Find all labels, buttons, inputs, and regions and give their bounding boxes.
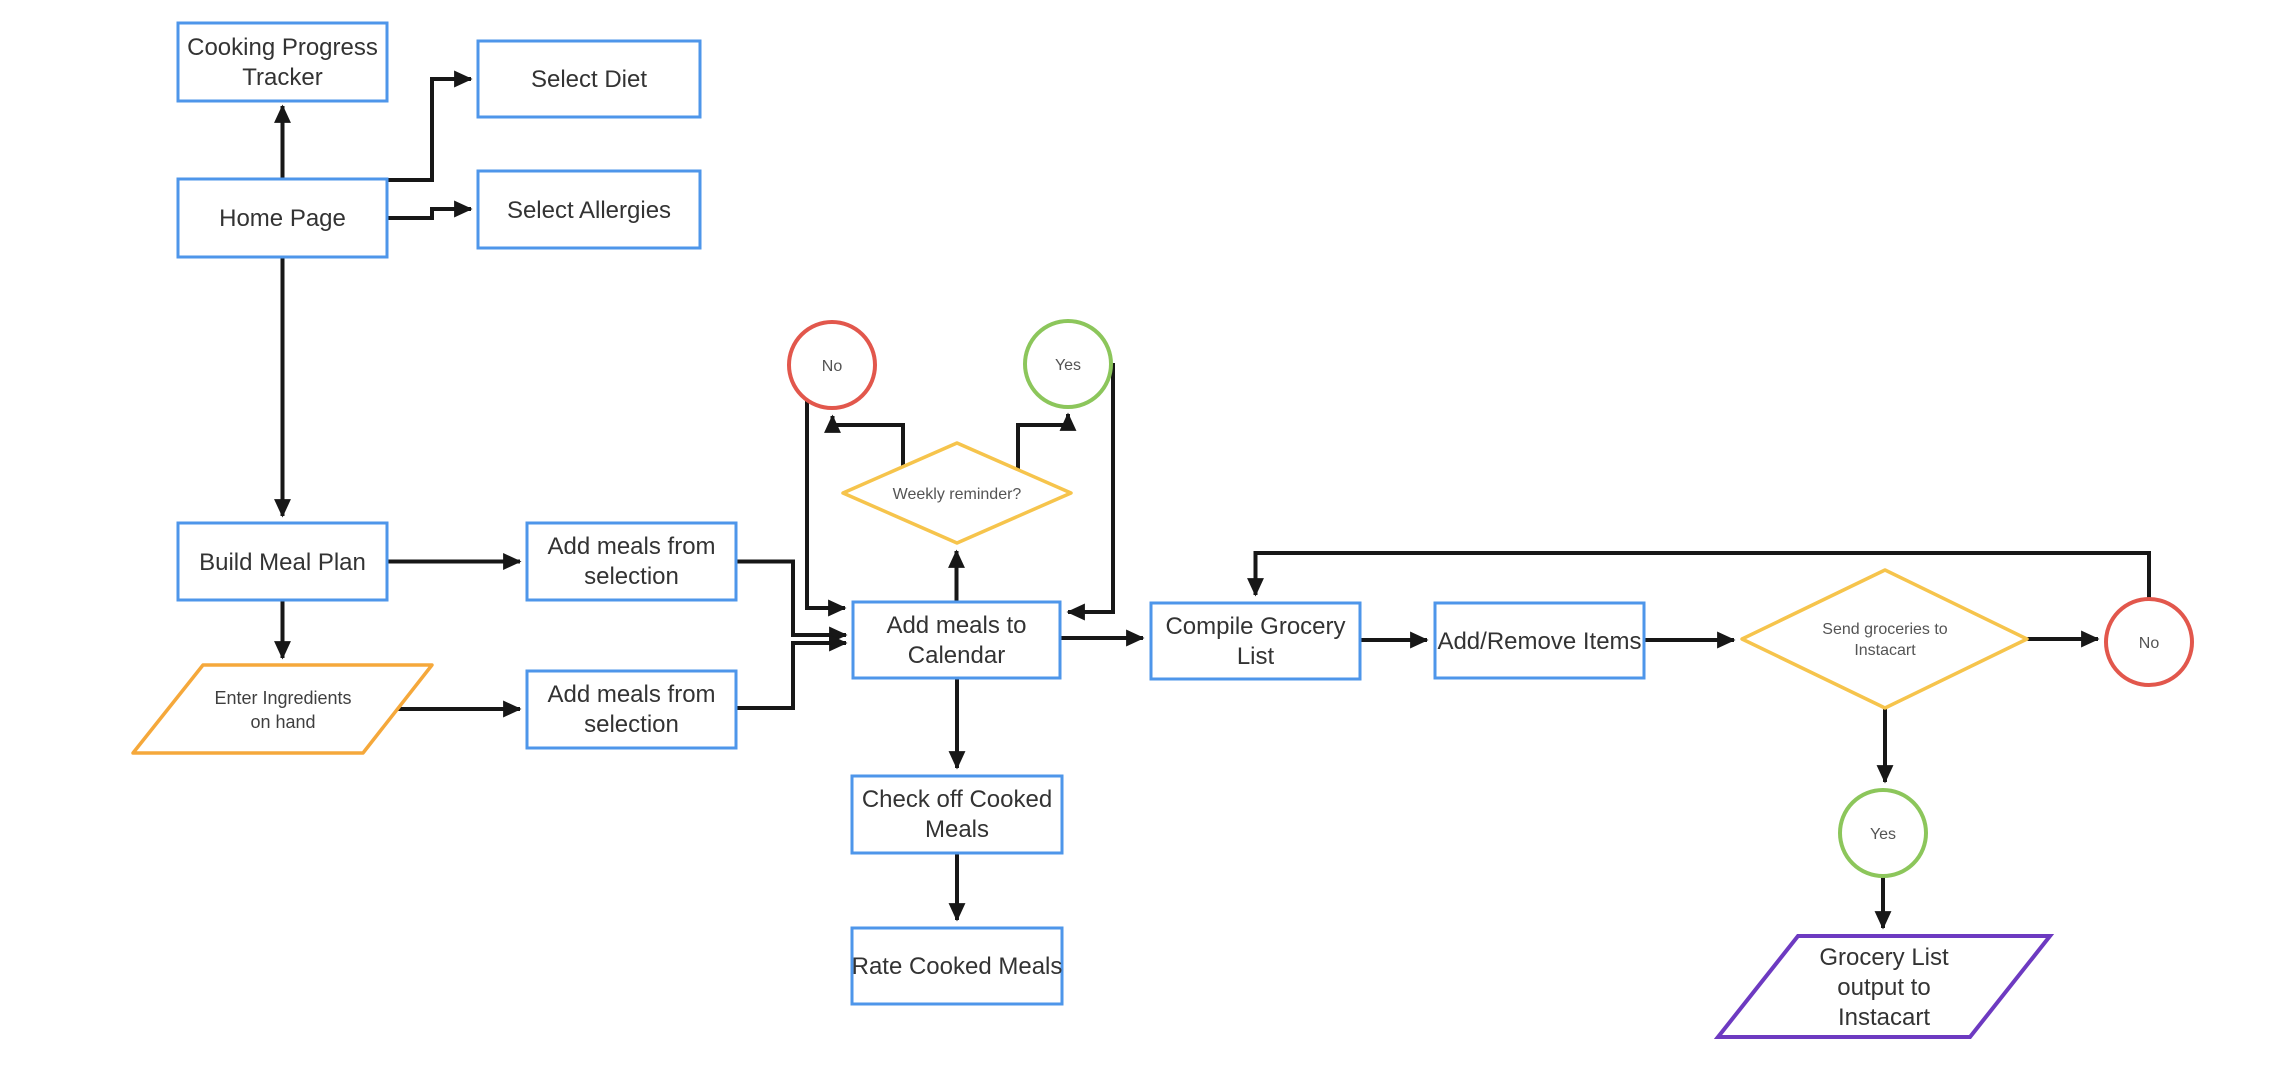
output-parallelogram [1713, 934, 2055, 1039]
node-label: Add/Remove Items [1437, 628, 1641, 655]
process-box [176, 21, 389, 103]
node-label: Select Allergies [507, 197, 671, 224]
process-box [1149, 601, 1362, 681]
edge-weekly-reminder-to-no [824, 414, 905, 467]
edge-add-meals-bottom-to-calendar [736, 634, 848, 710]
edge-no-back-to-calendar [805, 396, 847, 617]
node-label: Weekly reminder? [893, 486, 1022, 503]
node-label: Add meals to [886, 612, 1026, 639]
node-label: Select Diet [531, 66, 647, 93]
node-label: No [2139, 635, 2160, 652]
node-send-groceries-to-instacart: Send groceries to Instacart [1740, 568, 2029, 710]
process-box [850, 926, 1064, 1006]
node-select-allergies: Select Allergies [476, 169, 702, 250]
process-box [1433, 601, 1646, 680]
node-label: Instacart [1838, 1004, 1930, 1031]
node-label: Check off Cooked [862, 786, 1052, 813]
node-label: output to [1837, 974, 1930, 1001]
node-label: Cooking Progress [187, 34, 378, 61]
node-label: Tracker [242, 64, 322, 91]
node-compile-grocery-list: Compile Grocery List [1149, 601, 1362, 681]
node-add-meals-to-calendar: Add meals to Calendar [851, 600, 1062, 680]
connectors [274, 70, 2151, 930]
edge-home-to-select-diet [387, 70, 473, 182]
edge-weekly-reminder-to-yes [1016, 412, 1077, 470]
process-box [476, 169, 702, 250]
node-label: Enter Ingredients [214, 688, 351, 708]
node-label: Add meals from [547, 681, 715, 708]
process-box [176, 177, 389, 259]
node-label: Send groceries to [1822, 621, 1948, 638]
node-instacart-yes: Yes [1838, 788, 1928, 878]
process-box [476, 39, 702, 119]
decision-diamond [1740, 568, 2029, 710]
node-label: List [1237, 643, 1275, 670]
node-rate-cooked-meals: Rate Cooked Meals [850, 926, 1064, 1006]
node-label: Add meals from [547, 533, 715, 560]
node-label: Grocery List [1819, 944, 1949, 971]
terminal-circle-yes [1838, 788, 1928, 878]
node-label: Calendar [908, 642, 1005, 669]
node-label: Compile Grocery [1165, 613, 1345, 640]
node-grocery-list-output: Grocery List output to Instacart [1713, 934, 2055, 1039]
node-label: Home Page [219, 205, 346, 232]
node-add-meals-from-selection-top: Add meals from selection [525, 521, 738, 602]
input-parallelogram [131, 663, 434, 755]
node-label: on hand [250, 712, 315, 732]
node-label: No [822, 358, 843, 375]
node-select-diet: Select Diet [476, 39, 702, 119]
node-weekly-yes: Yes [1023, 319, 1113, 409]
node-add-meals-from-selection-bottom: Add meals from selection [525, 669, 738, 750]
node-home-page: Home Page [176, 177, 389, 259]
node-label: Instacart [1854, 642, 1916, 659]
process-box [850, 774, 1064, 855]
node-weekly-no: No [787, 320, 877, 410]
node-weekly-reminder: Weekly reminder? [841, 441, 1073, 545]
node-label: Yes [1055, 357, 1081, 374]
node-cooking-progress-tracker: Cooking Progress Tracker [176, 21, 389, 103]
node-build-meal-plan: Build Meal Plan [176, 521, 389, 602]
process-box [176, 521, 389, 602]
node-label: Meals [925, 816, 989, 843]
edge-home-to-select-allergies [387, 200, 473, 220]
node-enter-ingredients: Enter Ingredients on hand [131, 663, 434, 755]
process-box [525, 669, 738, 750]
decision-diamond [841, 441, 1073, 545]
node-label: selection [584, 563, 679, 590]
edge-yes-back-to-calendar [1066, 363, 1115, 621]
terminal-circle-yes [1023, 319, 1113, 409]
node-label: Rate Cooked Meals [852, 953, 1063, 980]
node-label: selection [584, 711, 679, 738]
node-add-remove-items: Add/Remove Items [1433, 601, 1646, 680]
terminal-circle-no [787, 320, 877, 410]
process-box [525, 521, 738, 602]
node-label: Build Meal Plan [199, 549, 366, 576]
node-instacart-no: No [2104, 597, 2194, 687]
edge-no-back-to-compile [1247, 551, 2151, 599]
process-box [851, 600, 1062, 680]
node-check-off-cooked-meals: Check off Cooked Meals [850, 774, 1064, 855]
edge-add-meals-top-to-calendar [736, 559, 848, 644]
terminal-circle-no [2104, 597, 2194, 687]
node-label: Yes [1870, 826, 1896, 843]
